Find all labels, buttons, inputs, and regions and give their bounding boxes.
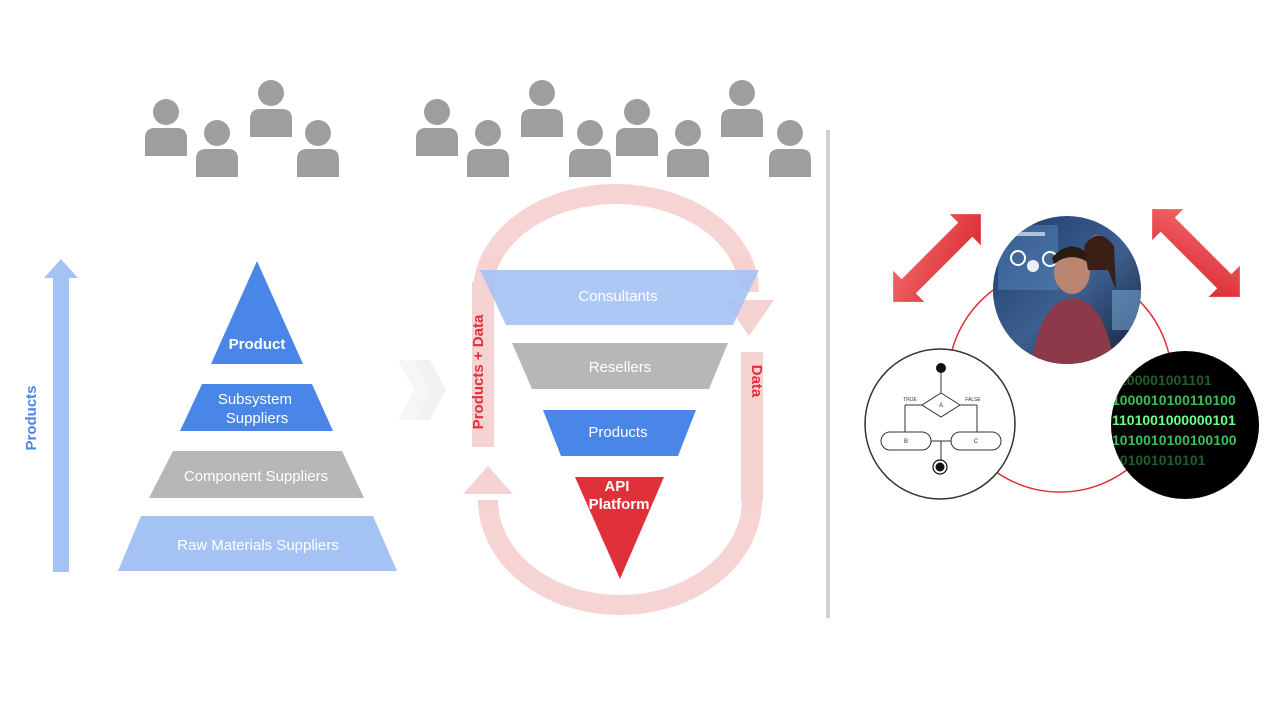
people-group-left [145, 80, 339, 177]
pyramid-tier-product [211, 261, 303, 364]
double-arrow-right-icon [1152, 209, 1240, 297]
funnel-tier-api-platform [575, 477, 664, 579]
person-icon [569, 120, 611, 177]
team-photo-image [993, 216, 1141, 364]
flowchart-diagram-image: A TRUE FALSE B C [864, 348, 1016, 500]
person-icon [769, 120, 811, 177]
person-icon [416, 99, 458, 156]
section-divider [826, 130, 830, 618]
person-icon [521, 80, 563, 137]
flowchart-true-label: TRUE [903, 397, 917, 403]
funnel-label-resellers: Resellers [589, 359, 652, 376]
double-chevron-right-icon [398, 360, 446, 420]
binary-row: 1100001001101 [1112, 372, 1212, 388]
funnel-tier-resellers [512, 343, 728, 389]
funnel-label-products: Products [588, 424, 647, 441]
person-icon [721, 80, 763, 137]
pyramid-label-component: Component Suppliers [184, 468, 328, 485]
binary-code-image: 1100001001101 1000010100110100 11010010000… [1111, 351, 1259, 499]
products-axis-arrow [44, 259, 78, 572]
data-flow-label: Data [748, 365, 765, 398]
left-section: Products Product Subsystem Suppliers Com… [23, 80, 397, 572]
person-icon [250, 80, 292, 137]
pyramid-tier-raw [118, 516, 397, 571]
flowchart-decision-label: A [939, 403, 943, 409]
person-icon [467, 120, 509, 177]
person-icon [616, 99, 658, 156]
person-icon [667, 120, 709, 177]
funnel-tier-products [543, 410, 696, 456]
distribution-funnel: Consultants Resellers Products API Platf… [480, 270, 759, 579]
person-icon [196, 120, 238, 177]
binary-row: 1000010100110100 [1112, 392, 1236, 408]
flowchart-box-b: B [904, 439, 908, 445]
right-section: A TRUE FALSE B C 1100001001101 1000010100… [864, 209, 1259, 500]
person-icon [145, 99, 187, 156]
products-axis-label: Products [23, 385, 40, 450]
binary-row: 1010010100100100 [1112, 432, 1237, 448]
people-group-middle [416, 80, 811, 177]
flowchart-false-label: FALSE [965, 397, 981, 403]
supply-pyramid: Product Subsystem Suppliers Component Su… [118, 261, 397, 571]
flowchart-box-c: C [974, 439, 979, 445]
funnel-label-api-platform: API Platform [589, 478, 650, 513]
products-data-flow-label: Products + Data [470, 314, 487, 429]
person-icon [297, 120, 339, 177]
pyramid-label-product: Product [229, 336, 286, 353]
funnel-tier-consultants [480, 270, 759, 325]
binary-row: 1101001000000101 [1112, 412, 1236, 428]
data-cycle-loop [463, 184, 774, 615]
middle-section: Products + Data Data Consultants Reselle… [416, 80, 811, 615]
pyramid-label-subsystem: Subsystem Suppliers [218, 391, 296, 427]
pyramid-tier-subsystem [180, 384, 333, 431]
pyramid-tier-component [149, 451, 364, 498]
double-arrow-left-icon [893, 214, 981, 302]
pyramid-label-raw: Raw Materials Suppliers [177, 537, 339, 554]
funnel-label-consultants: Consultants [578, 288, 657, 305]
binary-row: 001001010101 [1112, 452, 1206, 468]
